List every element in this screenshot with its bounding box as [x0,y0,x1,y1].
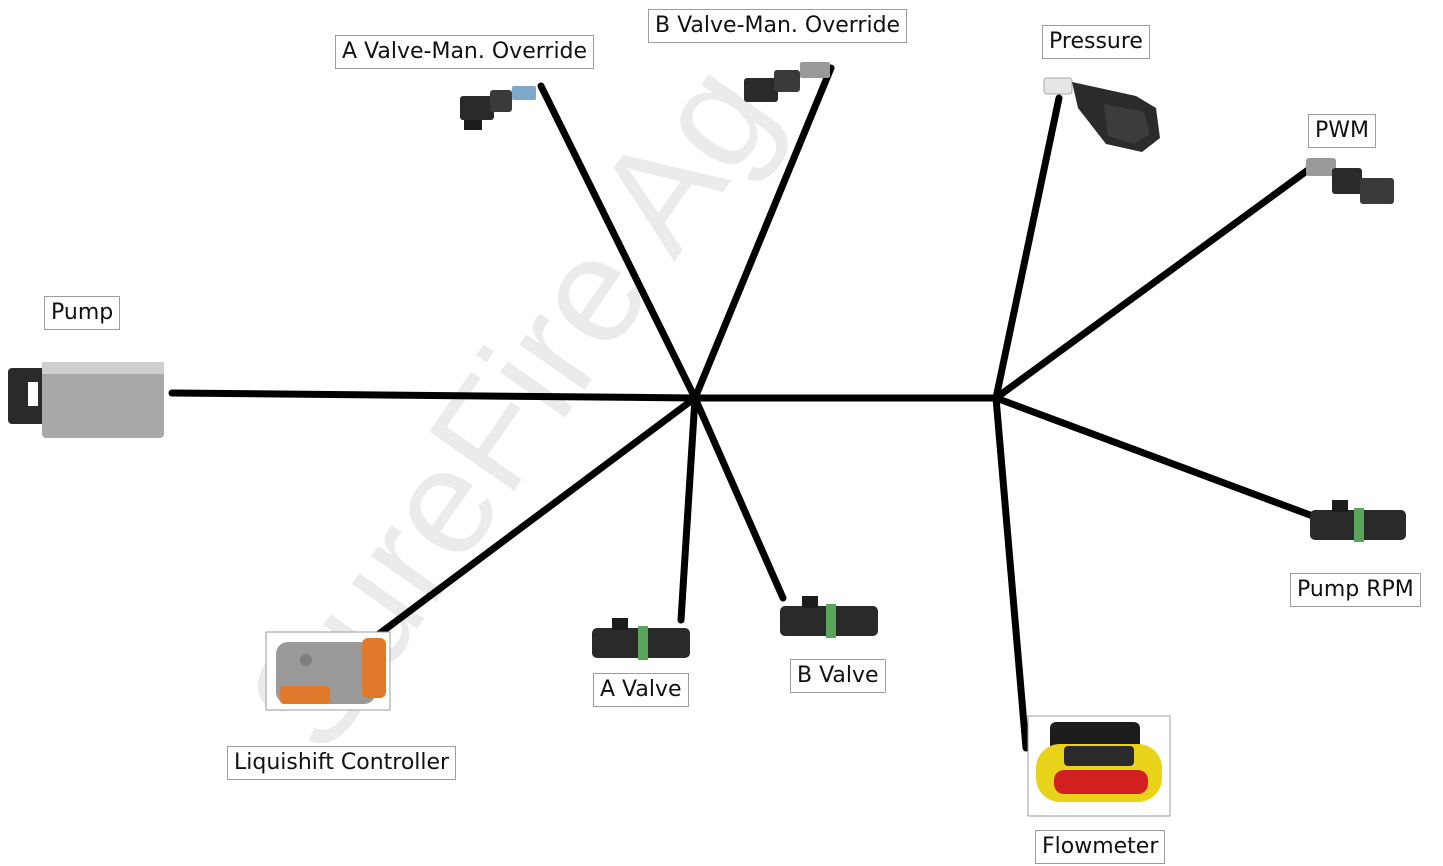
wire-pump-rpm [992,394,1322,522]
a-valve-connector [592,618,690,660]
label-flowmeter: Flowmeter [1035,830,1166,864]
label-b-valve: B Valve [790,659,886,693]
label-a-valve-man-override: A Valve-Man. Override [335,35,595,69]
flowmeter-connector [1027,715,1171,817]
wire-b-valve-man-override [691,64,835,402]
pressure-connector [1043,77,1160,152]
label-pump: Pump [44,296,121,330]
wire-liquishift-controller [367,394,699,644]
wire-a-valve-man-override [537,82,699,402]
wire-pwm [992,166,1312,402]
liquishift-controller-connector [265,631,391,711]
label-pwm: PWM [1308,114,1377,148]
label-pressure: Pressure [1042,25,1150,59]
wire-pump [168,389,699,402]
wire-a-valve [677,394,699,624]
wire-pressure [992,94,1063,402]
pump-connector [8,362,164,438]
b-valve-connector [780,596,878,638]
wire-flowmeter [992,394,1030,752]
b-valve-man-override-connector [744,62,830,102]
label-b-valve-man-override: B Valve-Man. Override [648,9,908,43]
label-a-valve: A Valve [593,673,689,707]
a-valve-man-override-connector [460,86,536,130]
label-pump-rpm: Pump RPM [1290,573,1421,607]
wire-harness [168,64,1322,752]
label-liquishift-controller: Liquishift Controller [227,746,457,780]
pump-rpm-connector [1310,500,1406,542]
wire-b-valve [691,394,787,602]
pwm-connector [1306,158,1394,204]
